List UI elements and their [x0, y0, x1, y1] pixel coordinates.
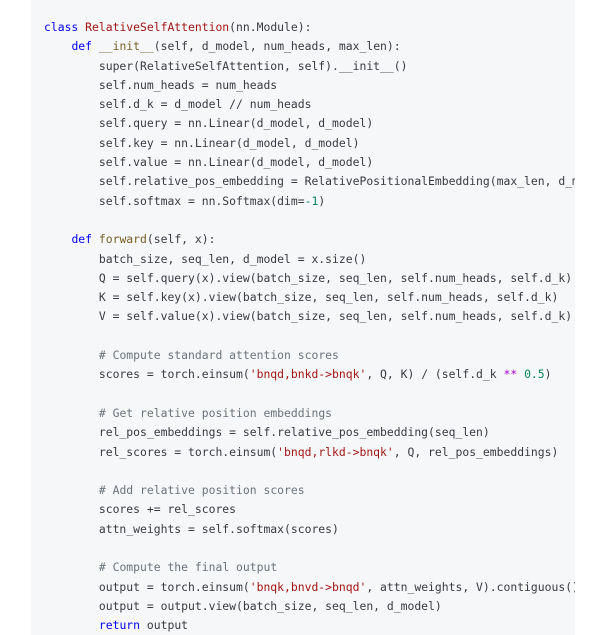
- code-token: attn_weights = self.softmax(scores): [44, 521, 339, 536]
- code-token: output = output.view(batch_size, seq_len…: [44, 598, 442, 613]
- code-block[interactable]: class RelativeSelfAttention(nn.Module): …: [44, 18, 575, 635]
- code-line: # Compute the final output: [44, 558, 575, 577]
- code-token: self.key = nn.Linear(d_model, d_model): [44, 135, 360, 150]
- code-line: [44, 385, 575, 404]
- code-token-num: -1: [304, 193, 319, 208]
- code-token: self.value = nn.Linear(d_model, d_model): [44, 155, 374, 170]
- code-line: scores = torch.einsum('bnqd,bnkd->bnqk',…: [44, 365, 575, 384]
- code-token-str: 'bnqd,bnkd->bnqk': [249, 367, 367, 382]
- code-token: output = torch.einsum(: [44, 579, 250, 594]
- code-line: batch_size, seq_len, d_model = x.size(): [44, 250, 575, 269]
- code-token: [44, 560, 99, 574]
- code-token: , Q, K) / (self.d_k: [366, 367, 504, 382]
- code-line: self.value = nn.Linear(d_model, d_model): [44, 153, 575, 172]
- code-token-kw: return: [98, 618, 147, 633]
- code-line: self.relative_pos_embedding = RelativePo…: [44, 172, 575, 191]
- code-token: K = self.key(x).view(batch_size, seq_len…: [44, 290, 559, 305]
- code-line: V = self.value(x).view(batch_size, seq_l…: [44, 307, 575, 326]
- code-token: output: [146, 618, 189, 633]
- code-token: [44, 39, 71, 53]
- code-token-kw: def: [71, 39, 99, 54]
- code-token: batch_size, seq_len, d_model = x.size(): [44, 251, 367, 266]
- code-token-fn: forward: [98, 232, 147, 247]
- code-token-cm: # Get relative position embeddings: [98, 405, 333, 420]
- code-line: Q = self.query(x).view(batch_size, seq_l…: [44, 269, 575, 288]
- code-token: , attn_weights, V).contiguous(): [366, 579, 575, 594]
- code-token: (self, x):: [146, 232, 216, 247]
- code-token: [44, 348, 99, 362]
- code-token-cls: RelativeSelfAttention: [85, 20, 230, 34]
- code-line: scores += rel_scores: [44, 500, 575, 519]
- code-token: super(RelativeSelfAttention, self).__ini…: [44, 58, 408, 73]
- code-token-cm: # Compute standard attention scores: [98, 348, 339, 363]
- code-line: super(RelativeSelfAttention, self).__ini…: [44, 57, 575, 76]
- code-token-op: **: [503, 367, 518, 382]
- code-token: [44, 618, 99, 632]
- code-line: return output: [44, 616, 575, 635]
- code-token: ): [318, 193, 326, 208]
- code-token: (nn.Module):: [229, 20, 312, 34]
- code-panel: class RelativeSelfAttention(nn.Module): …: [31, 0, 575, 635]
- code-line: # Get relative position embeddings: [44, 404, 575, 423]
- code-token-kw: class: [44, 20, 86, 34]
- code-token: Q = self.query(x).view(batch_size, seq_l…: [44, 270, 573, 285]
- code-line: self.softmax = nn.Softmax(dim=-1): [44, 192, 575, 211]
- code-line: rel_scores = torch.einsum('bnqd,rlkd->bn…: [44, 443, 575, 462]
- code-token: scores += rel_scores: [44, 502, 237, 517]
- code-line: def forward(self, x):: [44, 230, 575, 249]
- code-line: [44, 462, 575, 481]
- code-token: (self, d_model, num_heads, max_len):: [153, 39, 401, 54]
- code-line: attn_weights = self.softmax(scores): [44, 520, 575, 539]
- code-line: self.query = nn.Linear(d_model, d_model): [44, 114, 575, 133]
- code-line: [44, 539, 575, 558]
- code-token-fn: __init__: [98, 39, 154, 54]
- code-token: self.num_heads = num_heads: [44, 77, 278, 92]
- code-token: self.query = nn.Linear(d_model, d_model): [44, 116, 374, 131]
- code-line: # Compute standard attention scores: [44, 346, 575, 365]
- code-line: self.d_k = d_model // num_heads: [44, 95, 575, 114]
- code-token-kw: def: [71, 232, 99, 247]
- code-token: , Q, rel_pos_embeddings): [393, 444, 559, 459]
- code-token: self.d_k = d_model // num_heads: [44, 97, 312, 112]
- code-token: self.softmax = nn.Softmax(dim=: [44, 193, 305, 208]
- code-token: ): [544, 367, 552, 382]
- code-token: [44, 232, 71, 246]
- code-line: self.key = nn.Linear(d_model, d_model): [44, 134, 575, 153]
- code-token: [44, 406, 99, 420]
- code-token-str: 'bnqd,rlkd->bnqk': [277, 444, 394, 459]
- code-line: class RelativeSelfAttention(nn.Module):: [44, 18, 575, 37]
- code-line: # Add relative position scores: [44, 481, 575, 500]
- code-line: [44, 211, 575, 230]
- code-token: rel_pos_embeddings = self.relative_pos_e…: [44, 425, 490, 440]
- code-line: K = self.key(x).view(batch_size, seq_len…: [44, 288, 575, 307]
- code-token-str: 'bnqk,bnvd->bnqd': [249, 579, 367, 594]
- code-line: def __init__(self, d_model, num_heads, m…: [44, 37, 575, 56]
- code-token: V = self.value(x).view(batch_size, seq_l…: [44, 309, 573, 324]
- code-line: output = torch.einsum('bnqk,bnvd->bnqd',…: [44, 578, 575, 597]
- code-token-num: 0.5: [524, 367, 545, 382]
- code-line: [44, 327, 575, 346]
- code-token-cm: # Compute the final output: [98, 560, 278, 575]
- code-token: scores = torch.einsum(: [44, 367, 250, 382]
- code-token: self.relative_pos_embedding = RelativePo…: [44, 174, 575, 189]
- code-token: rel_scores = torch.einsum(: [44, 444, 278, 459]
- code-token: [44, 483, 99, 497]
- code-token-cm: # Add relative position scores: [98, 483, 305, 498]
- code-line: rel_pos_embeddings = self.relative_pos_e…: [44, 423, 575, 442]
- code-line: output = output.view(batch_size, seq_len…: [44, 597, 575, 616]
- code-line: self.num_heads = num_heads: [44, 76, 575, 95]
